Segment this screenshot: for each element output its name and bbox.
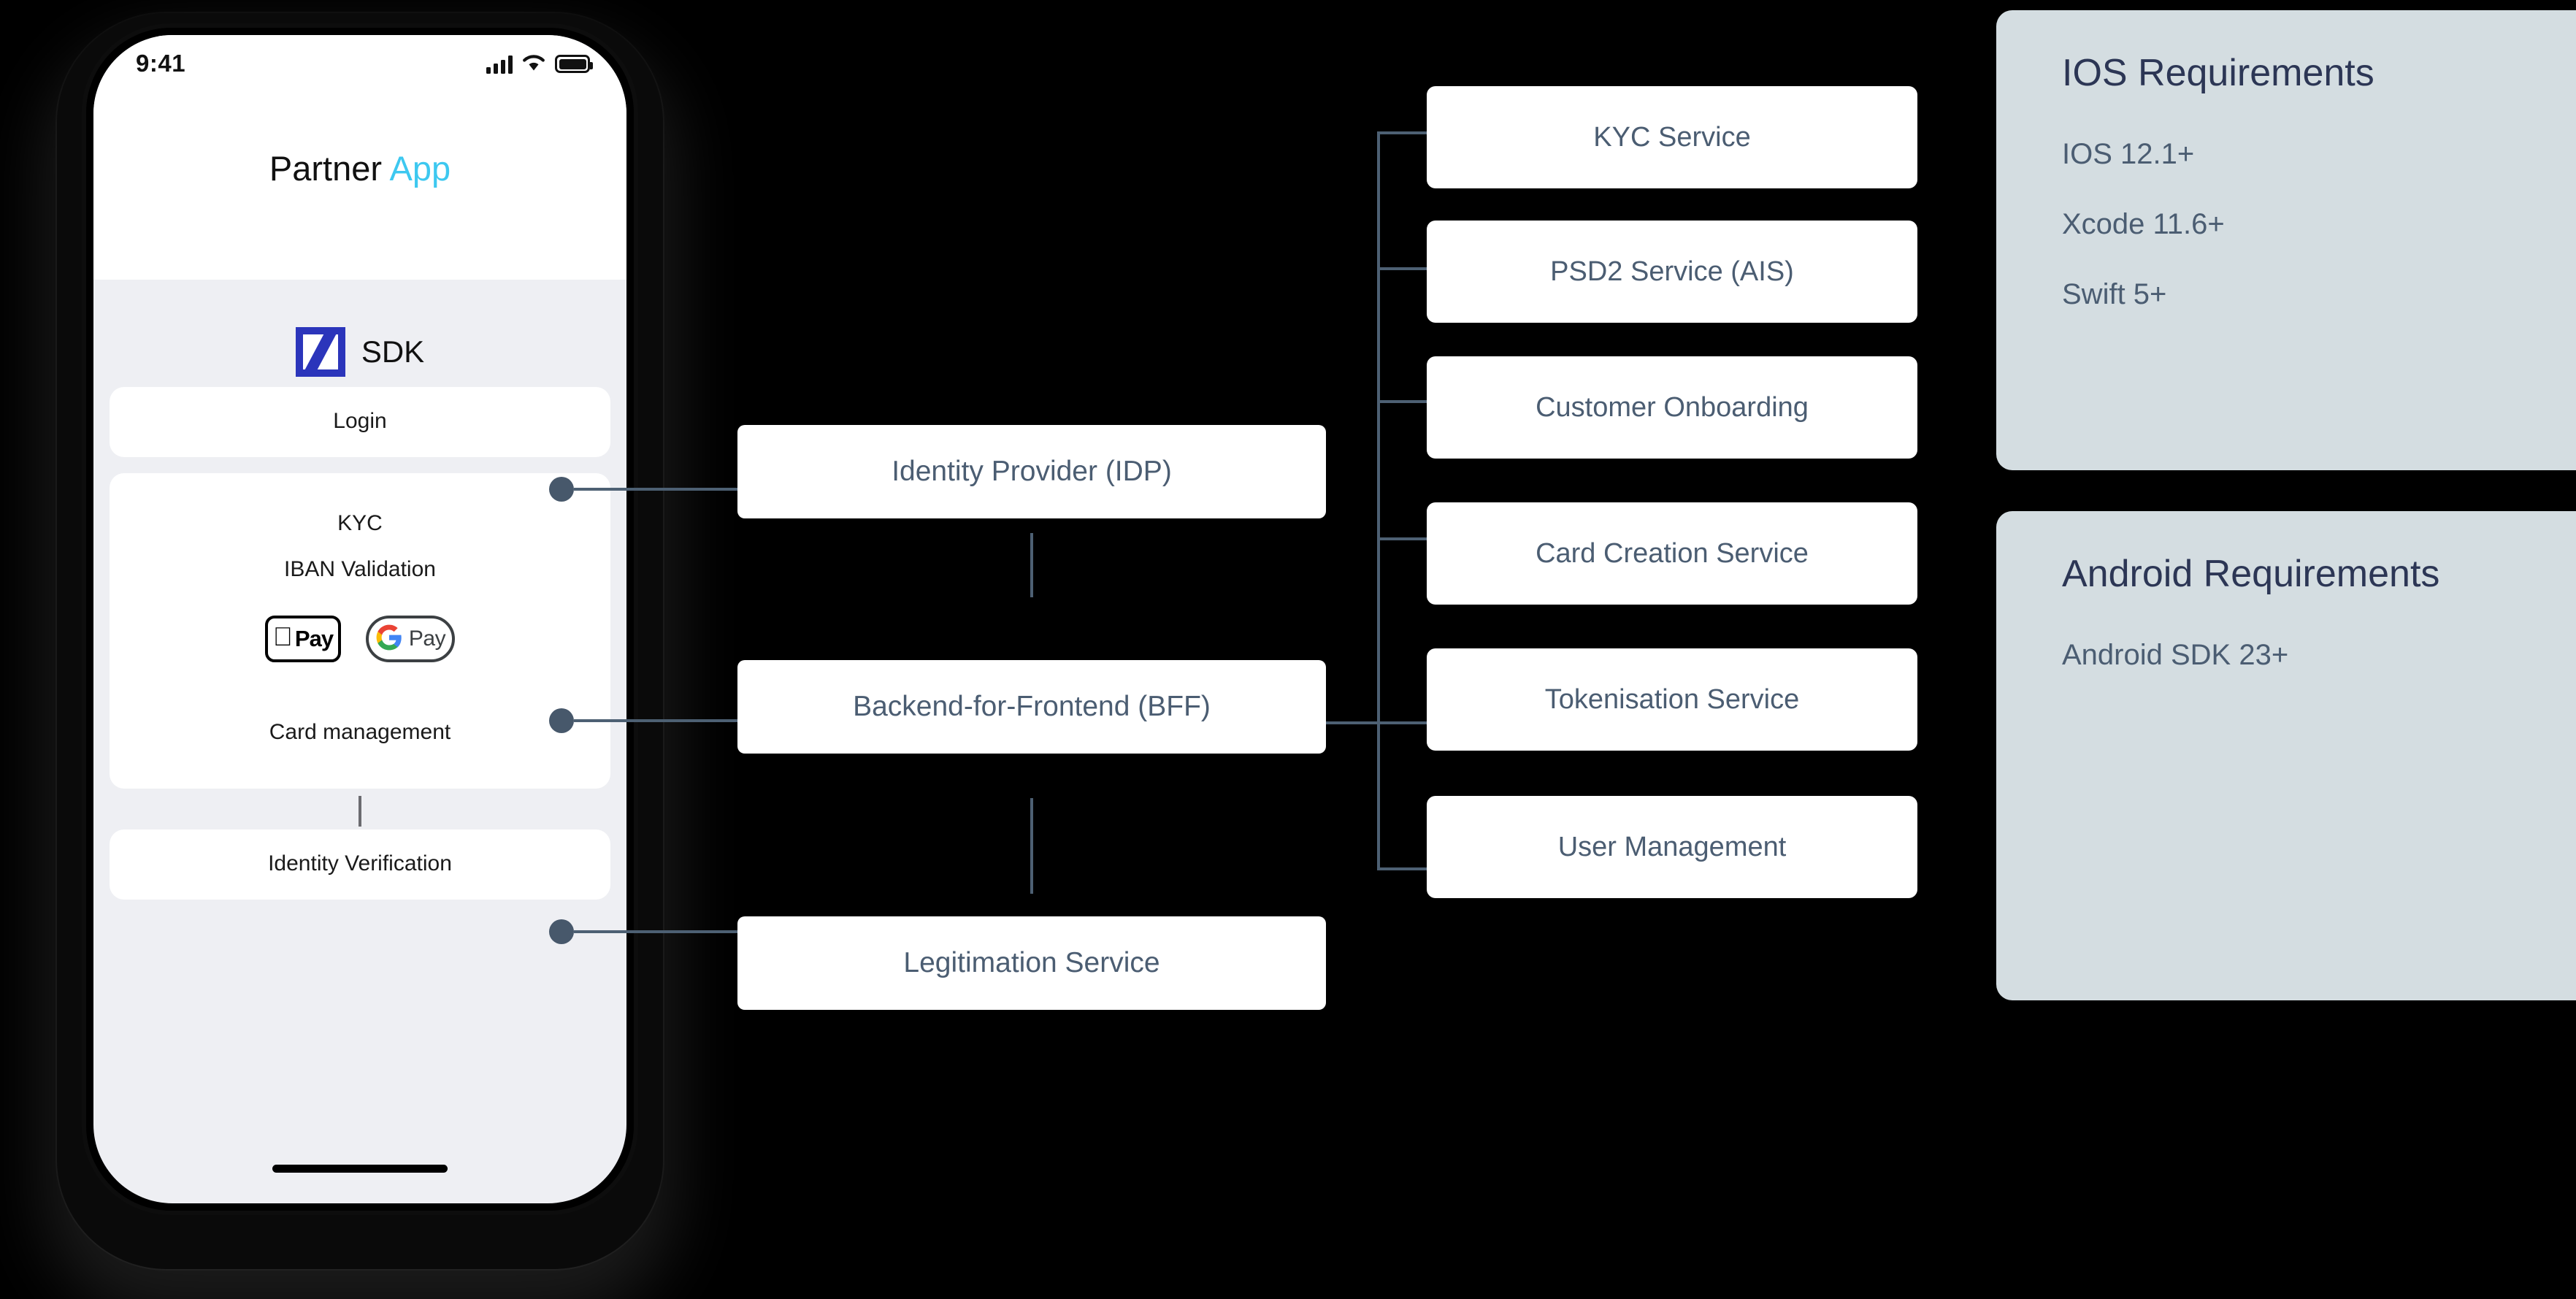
ios-requirement-item: IOS 12.1+ — [2062, 138, 2195, 171]
phone-mockup: 9:41 Partner App SD — [57, 13, 663, 1269]
cellular-signal-icon — [486, 55, 513, 74]
home-indicator — [272, 1165, 448, 1173]
connector-stub-tokenisation-service — [1377, 721, 1427, 724]
login-label: Login — [333, 409, 387, 433]
battery-icon — [555, 55, 593, 73]
ios-requirements-panel: IOS Requirements IOS 12.1+ Xcode 11.6+ S… — [1996, 10, 2576, 470]
connector-stub-kyc-service — [1377, 131, 1427, 134]
connector-dot-login — [549, 477, 574, 502]
connector-line-login-to-idp — [574, 488, 737, 491]
connector-stub-psd2-service — [1377, 267, 1427, 270]
page-title: Partner App — [93, 148, 626, 188]
sdk-label: SDK — [361, 334, 425, 369]
phone-frame: 9:41 Partner App SD — [86, 28, 634, 1211]
connector-line-idp-to-bff — [1030, 533, 1033, 597]
phone-section-divider — [359, 796, 361, 827]
node-customer-onboarding[interactable]: Customer Onboarding — [1427, 356, 1917, 459]
kyc-card[interactable]: KYC IBAN Validation  Pay — [110, 473, 610, 789]
apple-pay-button[interactable]:  Pay — [265, 616, 341, 662]
node-tokenisation-service[interactable]: Tokenisation Service — [1427, 648, 1917, 751]
connector-line-bff-to-services — [1326, 721, 1380, 724]
phone-header-area — [93, 35, 626, 280]
connector-stub-customer-onboarding — [1377, 400, 1427, 403]
wifi-icon — [521, 53, 546, 75]
node-identity-provider[interactable]: Identity Provider (IDP) — [737, 425, 1326, 518]
connector-stub-user-management — [1377, 867, 1427, 870]
connector-line-identity-to-legitimation — [574, 930, 737, 933]
app-title-accent: App — [389, 149, 451, 188]
google-pay-label: Pay — [408, 626, 446, 651]
status-icons — [486, 53, 593, 75]
node-card-creation-service[interactable]: Card Creation Service — [1427, 502, 1917, 605]
connector-dot-kyc — [549, 708, 574, 733]
node-psd2-service[interactable]: PSD2 Service (AIS) — [1427, 221, 1917, 323]
sdk-branding-row: SDK — [93, 327, 626, 377]
app-title-primary: Partner — [269, 149, 390, 188]
node-legitimation-service[interactable]: Legitimation Service — [737, 916, 1326, 1010]
node-backend-for-frontend[interactable]: Backend-for-Frontend (BFF) — [737, 660, 1326, 754]
iban-validation-label: IBAN Validation — [284, 557, 436, 581]
status-time: 9:41 — [136, 50, 186, 77]
apple-pay-label: Pay — [285, 626, 334, 651]
node-kyc-service[interactable]: KYC Service — [1427, 86, 1917, 188]
deutsche-bank-logo-icon — [295, 327, 345, 377]
identity-verification-card[interactable]: Identity Verification — [110, 829, 610, 900]
node-user-management[interactable]: User Management — [1427, 796, 1917, 898]
service-tree-trunk — [1377, 131, 1380, 869]
card-management-label: Card management — [269, 720, 451, 744]
apple-logo-icon:  — [273, 624, 293, 650]
connector-line-kyc-to-bff — [574, 719, 737, 722]
identity-verification-label: Identity Verification — [268, 851, 452, 875]
ios-requirement-item: Xcode 11.6+ — [2062, 208, 2225, 241]
android-requirement-item: Android SDK 23+ — [2062, 639, 2289, 672]
connector-dot-identity — [549, 919, 574, 944]
google-pay-button[interactable]: Pay — [366, 616, 455, 662]
phone-screen: 9:41 Partner App SD — [93, 35, 626, 1203]
connector-stub-card-creation-service — [1377, 537, 1427, 540]
status-bar: 9:41 — [93, 35, 626, 93]
android-requirements-title: Android Requirements — [2062, 553, 2440, 595]
android-requirements-panel: Android Requirements Android SDK 23+ — [1996, 511, 2576, 1000]
connector-line-bff-to-legitimation — [1030, 798, 1033, 894]
payment-buttons-row:  Pay Pay — [110, 616, 610, 662]
ios-requirement-item: Swift 5+ — [2062, 278, 2167, 311]
google-g-logo-icon — [375, 624, 403, 655]
login-card[interactable]: Login — [110, 387, 610, 457]
kyc-label: KYC — [337, 511, 383, 535]
ios-requirements-title: IOS Requirements — [2062, 52, 2374, 94]
